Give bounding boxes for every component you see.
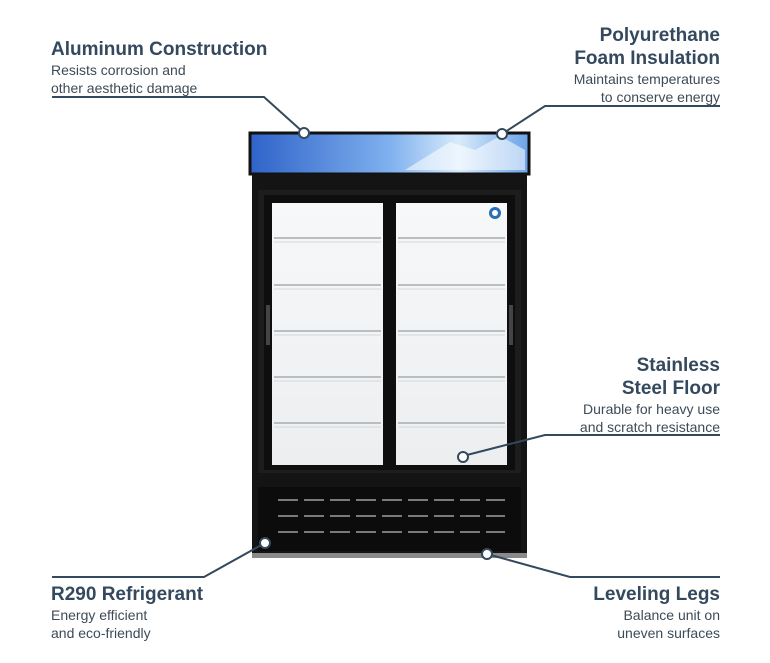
callout-desc-line2: uneven surfaces [617, 625, 720, 641]
point-aluminum [298, 127, 310, 139]
callout-title-line2: Steel Floor [621, 378, 720, 399]
callout-desc-line1: Durable for heavy use [583, 401, 720, 417]
right-door [389, 195, 515, 470]
callout-title-line1: Stainless [636, 355, 720, 376]
brand-logo-icon [489, 207, 501, 219]
callout-title-line2: Foam Insulation [574, 48, 720, 69]
point-legs [481, 548, 493, 560]
callout-desc-line1: Energy efficient [51, 607, 148, 623]
leader-lines [52, 96, 720, 578]
callout-desc-line2: other aesthetic damage [51, 80, 198, 96]
callout-r290-refrigerant: R290 Refrigerant Energy efficient and ec… [51, 583, 203, 642]
callout-title-line1: Polyurethane [599, 25, 720, 46]
left-door [264, 195, 390, 470]
callout-title: R290 Refrigerant [51, 584, 204, 605]
bottom-grille [258, 487, 521, 551]
callout-leveling-legs: Leveling Legs Balance unit on uneven sur… [480, 583, 720, 642]
callout-desc-line1: Maintains temperatures [573, 71, 720, 87]
callout-desc-line1: Balance unit on [623, 607, 720, 623]
callout-desc-line2: and eco-friendly [51, 625, 151, 641]
shelves [274, 237, 505, 424]
point-floor [457, 451, 469, 463]
base-plate [252, 553, 527, 558]
callout-desc-line2: to conserve energy [600, 89, 720, 105]
callout-stainless-floor: Stainless Steel Floor Durable for heavy … [480, 354, 720, 436]
callout-aluminum-construction: Aluminum Construction Resists corrosion … [51, 38, 267, 97]
callout-desc-line2: and scratch resistance [579, 419, 720, 435]
callout-desc-line1: Resists corrosion and [51, 62, 186, 78]
callout-title: Aluminum Construction [51, 39, 268, 60]
point-refrigerant [259, 537, 271, 549]
callout-foam-insulation: Polyurethane Foam Insulation Maintains t… [480, 24, 720, 106]
callout-title: Leveling Legs [593, 584, 720, 605]
point-insulation [496, 128, 508, 140]
